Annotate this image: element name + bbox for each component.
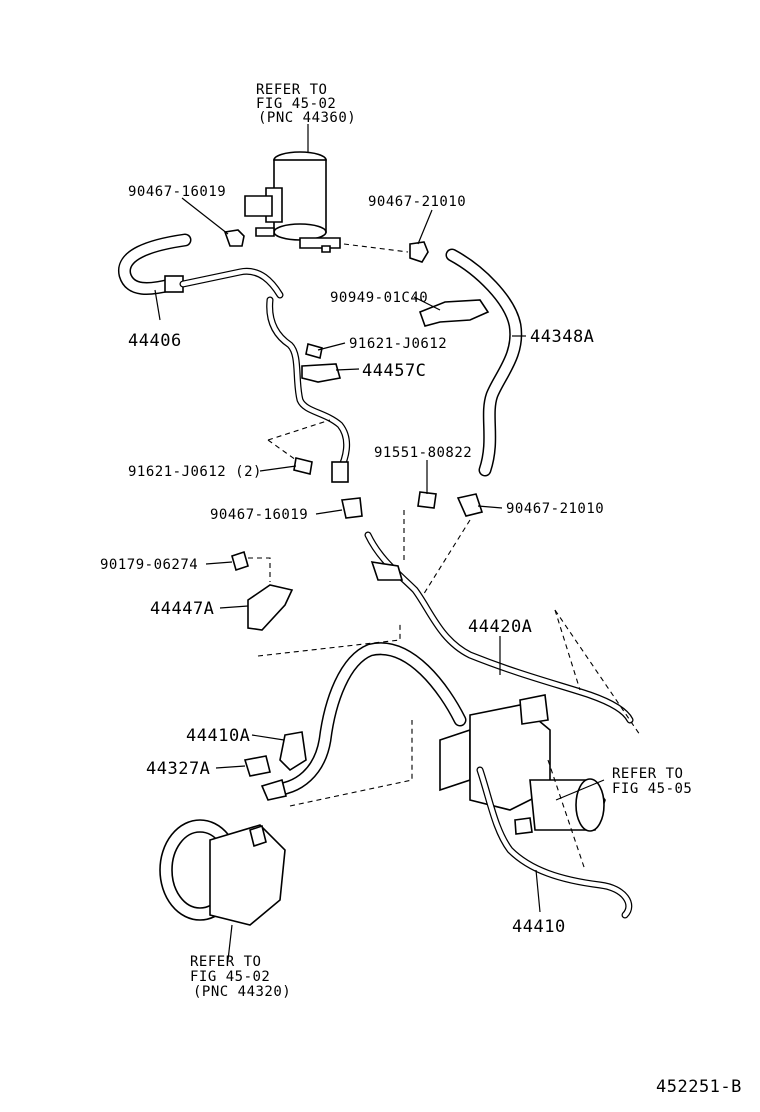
clamp-44457C: [301, 363, 342, 383]
clamp-top-left: [223, 229, 245, 247]
return-tube-44410: [476, 766, 633, 919]
bolt-91621-lower: [293, 457, 313, 475]
bracket-44447A: [247, 584, 294, 631]
clamp-top-right: [409, 241, 429, 263]
bracket-90949: [418, 299, 490, 327]
label-44327A: 44327A: [146, 759, 210, 779]
clamp-mid-left: [341, 497, 363, 519]
hose-44410A: [263, 642, 467, 797]
label-91621-J0612: 91621-J0612: [349, 336, 447, 352]
nut-90179: [231, 550, 249, 572]
refer-top-line3: (PNC 44360): [258, 110, 356, 126]
return-tube: [266, 296, 351, 483]
refer-right-line2: FIG 45-05: [612, 781, 692, 797]
refer-bottom-line2: FIG 45-02: [190, 969, 270, 985]
label-44410: 44410: [512, 917, 566, 937]
power-steering-pump: [159, 778, 287, 926]
bolt-91621-top: [305, 342, 323, 360]
label-44348A: 44348A: [530, 327, 594, 347]
label-90467-21010-top: 90467-21010: [368, 194, 466, 210]
reservoir-tank: [244, 151, 341, 253]
refer-right-line1: REFER TO: [612, 766, 683, 782]
label-44447A: 44447A: [150, 599, 214, 619]
label-90949-01C40: 90949-01C40: [330, 290, 428, 306]
label-44420A: 44420A: [468, 617, 532, 637]
diagram-id: 452251-B: [656, 1077, 742, 1097]
hose-44406: [118, 233, 284, 299]
pressure-tube-44420A: [364, 531, 634, 724]
hose-44348A: [445, 248, 523, 477]
label-44406: 44406: [128, 331, 182, 351]
label-44410A: 44410A: [186, 726, 250, 746]
refer-top-line2: FIG 45-02: [256, 96, 336, 112]
refer-bottom-line1: REFER TO: [190, 954, 261, 970]
label-91551-80822: 91551-80822: [374, 445, 472, 461]
label-91621-J0612-2: 91621-J0612 (2): [128, 464, 262, 480]
refer-bottom-line3: (PNC 44320): [193, 984, 291, 1000]
union-44410A: [279, 731, 307, 772]
bolt-91551: [417, 491, 437, 509]
label-90179-06274: 90179-06274: [100, 557, 198, 573]
label-90467-16019-mid: 90467-16019: [210, 507, 308, 523]
gasket-44327A: [243, 755, 271, 777]
refer-top-line1: REFER TO: [256, 82, 327, 98]
label-90467-21010-mid: 90467-21010: [506, 501, 604, 517]
label-44457C: 44457C: [362, 361, 426, 381]
steering-gear: [439, 694, 606, 835]
label-90467-16019-top: 90467-16019: [128, 184, 226, 200]
clamp-mid-right: [456, 493, 484, 517]
